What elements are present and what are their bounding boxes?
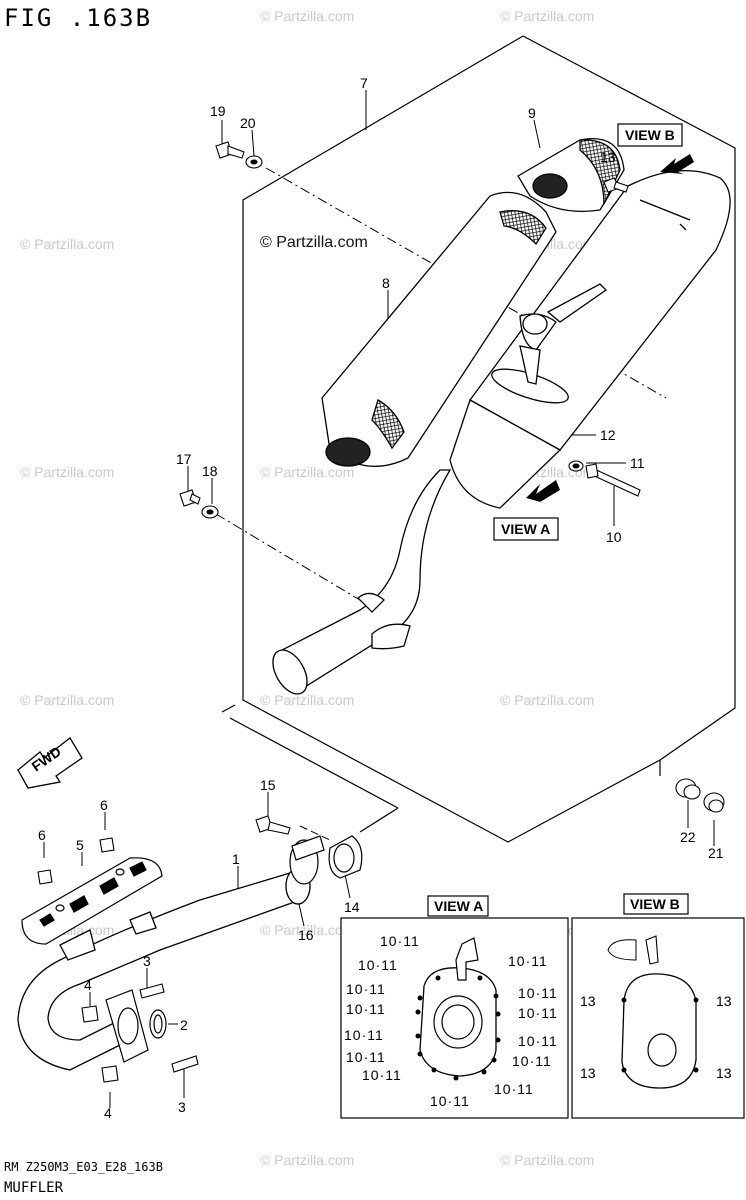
gasket-part-14 — [328, 835, 363, 879]
part-number-8: 8 — [382, 275, 390, 291]
part-number-18: 18 — [202, 463, 218, 479]
collar-part-21 — [703, 792, 725, 813]
view-a-label: 10·11 — [346, 1049, 386, 1065]
part-number-2: 2 — [180, 1017, 188, 1033]
bolt-part-10 — [585, 463, 641, 497]
view-a-label: 10·11 — [494, 1081, 534, 1097]
muffler-body-part-7 — [272, 169, 731, 695]
stud-part-3 — [139, 983, 199, 1073]
watermark: © Partzilla.com — [20, 236, 115, 252]
part-number-16: 16 — [298, 927, 314, 943]
nut-part-6 — [37, 837, 115, 885]
view-b-label: 13 — [716, 993, 732, 1009]
watermark: © Partzilla.com — [260, 692, 355, 708]
view-a-title: VIEW A — [434, 898, 483, 914]
view-a-callout: VIEW A — [493, 517, 559, 541]
part-number-15: 15 — [260, 777, 276, 793]
nut-part-4 — [81, 1005, 119, 1083]
watermark: © Partzilla.com — [500, 8, 595, 24]
view-a-label: 10·11 — [508, 953, 548, 969]
figure-code: RM Z250M3_E03_E28_163B — [4, 1160, 163, 1174]
view-a-callout-label: VIEW A — [501, 521, 550, 537]
view-b-callout-label: VIEW B — [625, 127, 675, 143]
bolt-part-15 — [255, 815, 291, 835]
heat-guard-part-5 — [21, 857, 163, 945]
part-number-21: 21 — [708, 845, 724, 861]
part-number-19: 19 — [210, 103, 226, 119]
part-number-6: 6 — [100, 797, 108, 813]
part-number-22: 22 — [680, 829, 696, 845]
part-number-7: 7 — [360, 75, 368, 91]
view-a-label: 10·11 — [380, 933, 420, 949]
view-a-label: 10·11 — [512, 1053, 552, 1069]
watermark: © Partzilla.com — [260, 922, 355, 938]
view-a-label: 10·11 — [362, 1067, 402, 1083]
part-number-4: 4 — [104, 1105, 112, 1121]
part-number-12: 12 — [600, 427, 616, 443]
part-number-9: 9 — [528, 105, 536, 121]
watermark: © Partzilla.com — [260, 1152, 355, 1168]
view-b-arrow — [660, 154, 694, 174]
bolt-part-13 — [603, 177, 629, 193]
part-number-13: 13 — [600, 149, 616, 165]
muffler-cover-part-8 — [321, 191, 557, 467]
figure-caption: MUFFLER — [4, 1180, 64, 1196]
bolt-part-17 — [179, 489, 201, 507]
part-number-20: 20 — [240, 115, 256, 131]
part-number-4: 4 — [84, 977, 92, 993]
part-number-14: 14 — [344, 899, 360, 915]
view-a-label: 10·11 — [346, 981, 386, 997]
watermark: © Partzilla.com — [260, 464, 355, 480]
view-b-callout: VIEW B — [617, 123, 683, 147]
view-b-label: 13 — [580, 993, 596, 1009]
view-b-label: 13 — [716, 1065, 732, 1081]
view-a-label: 10·11 — [358, 957, 398, 973]
watermark: © Partzilla.com — [20, 464, 115, 480]
view-b-inset: VIEW B 13 13 13 13 — [571, 893, 745, 1119]
view-a-label: 10·11 — [346, 1001, 386, 1017]
part-number-17: 17 — [176, 451, 192, 467]
bolt-part-19 — [215, 141, 245, 159]
flange-gasket-part-2 — [149, 1009, 167, 1039]
view-a-label: 10·11 — [518, 985, 558, 1001]
washer-part-18 — [201, 505, 219, 519]
view-a-label: 10·11 — [430, 1093, 470, 1109]
part-number-10: 10 — [606, 529, 622, 545]
part-number-5: 5 — [76, 837, 84, 853]
view-a-label: 10·11 — [518, 1033, 558, 1049]
fwd-arrow — [17, 737, 83, 789]
flange — [105, 989, 149, 1063]
grommet-part-22 — [675, 778, 701, 800]
watermark: © Partzilla.com — [20, 692, 115, 708]
washer-part-11 — [568, 460, 584, 472]
main-watermark: © Partzilla.com — [260, 234, 368, 251]
assembly-frame-7 — [221, 35, 736, 843]
part-number-3: 3 — [178, 1099, 186, 1115]
clamp-part-16 — [289, 835, 325, 885]
view-a-label: 10·11 — [344, 1027, 384, 1043]
figure-title: FIG .163B — [4, 4, 153, 32]
watermark: © Partzilla.com — [500, 1152, 595, 1168]
part-number-11: 11 — [630, 455, 645, 471]
watermark: © Partzilla.com — [500, 692, 595, 708]
view-a-arrow — [526, 480, 560, 504]
part-number-1: 1 — [232, 851, 240, 867]
view-b-title: VIEW B — [630, 896, 680, 912]
part-numbers: 7 9 8 19 20 13 17 18 12 11 10 15 1 14 16… — [38, 75, 724, 1121]
washer-part-20 — [245, 155, 263, 169]
part-number-6: 6 — [38, 827, 46, 843]
watermark: © Partzilla.com — [260, 8, 355, 24]
view-a-label: 10·11 — [518, 1005, 558, 1021]
part-number-3: 3 — [143, 953, 151, 969]
view-b-label: 13 — [580, 1065, 596, 1081]
view-a-inset: VIEW A 10·11 10·11 10·11 10·11 10·11 10·… — [340, 895, 569, 1119]
